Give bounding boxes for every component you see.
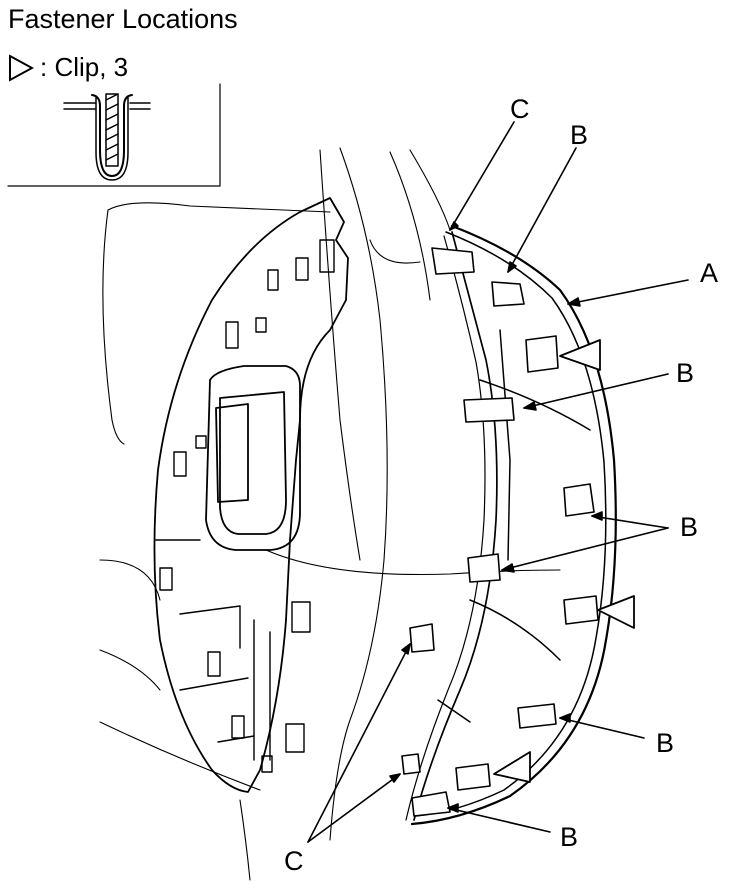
callout-b-bottom: B <box>560 822 579 852</box>
fastener-clip-1 <box>525 335 559 373</box>
clip-triangle-icon <box>559 339 601 371</box>
diagram-title: Fastener Locations <box>8 4 238 34</box>
callout-b-lower: B <box>656 728 675 758</box>
fastener-c-bottom <box>401 753 421 775</box>
callout-a: A <box>700 258 719 288</box>
callout-c-bottom: C <box>284 846 304 876</box>
trim-panel-a <box>405 224 617 826</box>
fastener-b-4 <box>467 553 501 583</box>
clip-triangle-icon <box>597 595 635 629</box>
fastener-c-middle <box>409 623 435 653</box>
body-outline <box>99 147 561 881</box>
callout-b-upper: B <box>676 358 695 388</box>
inner-door-panel <box>153 197 349 793</box>
fastener-b-5 <box>517 703 557 729</box>
clip-markers <box>493 339 635 783</box>
fastener-clip-3 <box>455 763 491 791</box>
fastener-b-2 <box>463 397 515 423</box>
panel-openings <box>155 239 335 773</box>
leader-lines <box>307 121 689 843</box>
fastener-clip-2 <box>563 595 599 625</box>
callout-b-middle: B <box>680 512 699 542</box>
callout-c-top: C <box>510 94 530 124</box>
clip-triangle-icon <box>493 751 531 783</box>
clip-detail-inset <box>7 83 221 187</box>
fastener-b-3 <box>563 483 595 517</box>
fastener-tabs <box>401 247 599 817</box>
fastener-c-top <box>431 247 475 275</box>
fastener-b-6 <box>411 791 451 817</box>
callout-b-top: B <box>570 120 589 150</box>
clip-triangle-icon <box>9 53 34 82</box>
legend: : Clip, 3 <box>8 52 128 83</box>
fastener-b-1 <box>491 281 525 307</box>
legend-text: : Clip, 3 <box>40 52 129 82</box>
